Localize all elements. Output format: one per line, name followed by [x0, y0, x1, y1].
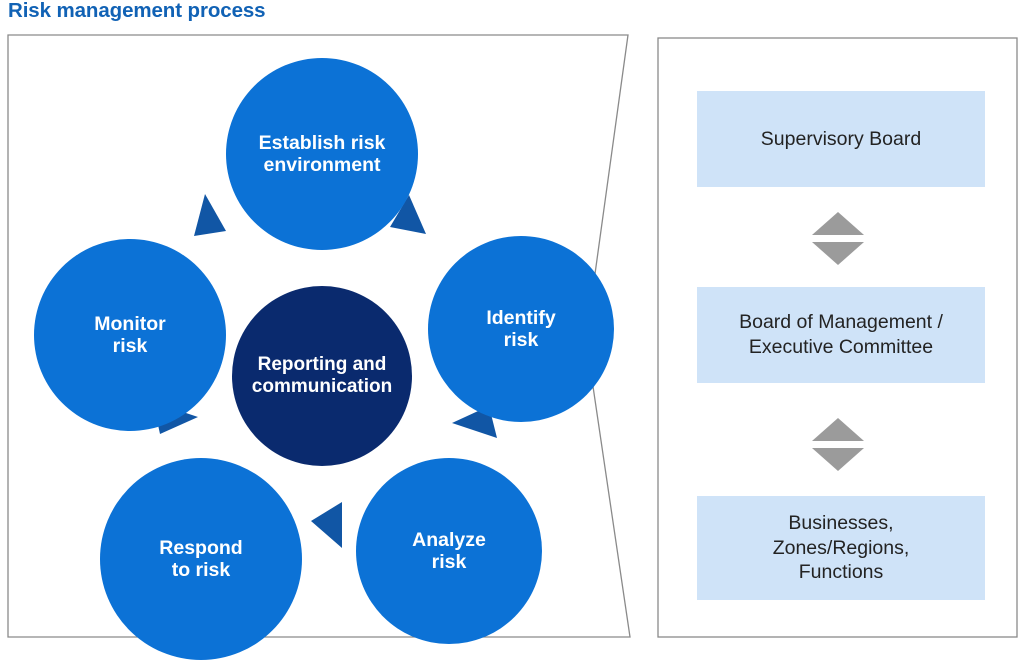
arrow-analyze-to-respond — [311, 502, 342, 548]
governance-hierarchy: Supervisory Board Board of Management / … — [658, 38, 1017, 637]
governance-box-businesses-zones-functions[interactable]: Businesses, Zones/Regions, Functions — [697, 496, 985, 600]
cycle-node-establish-risk-environment[interactable]: Establish risk environment — [226, 58, 418, 250]
cycle-node-identify-risk[interactable]: Identify risk — [428, 236, 614, 422]
cycle-node-establish-line2: environment — [263, 154, 381, 176]
governance-box-board-of-management[interactable]: Board of Management / Executive Committe… — [697, 287, 985, 383]
arrow-monitor-to-establish — [194, 194, 226, 236]
cycle-node-monitor-line1: Monitor — [94, 312, 166, 335]
cycle-node-center-line1: Reporting and — [257, 354, 387, 376]
cycle-node-center-line2: communication — [251, 376, 393, 397]
cycle-node-reporting-and-communication[interactable]: Reporting and communication — [232, 286, 412, 466]
cycle-node-identify-line1: Identify — [486, 306, 556, 329]
triangle-up-icon — [811, 212, 864, 235]
governance-box-3-line1: Businesses, — [788, 511, 894, 534]
cycle-node-analyze-line1: Analyze — [412, 528, 486, 551]
governance-box-2-line2: Executive Committee — [748, 336, 934, 358]
governance-connector-1 — [658, 212, 1017, 265]
cycle-node-respond-line1: Respond — [159, 536, 243, 559]
cycle-node-analyze-risk[interactable]: Analyze risk — [356, 458, 542, 644]
governance-connector-2 — [658, 418, 1017, 471]
page-title: Risk management process — [8, 0, 266, 22]
cycle-node-respond-to-risk[interactable]: Respond to risk — [100, 458, 302, 660]
arrow-establish-to-identify — [390, 195, 426, 234]
triangle-down-icon — [811, 448, 864, 471]
governance-box-1-line1: Supervisory Board — [760, 127, 922, 150]
cycle-node-identify-line2: risk — [503, 329, 539, 351]
triangle-down-icon — [811, 242, 864, 265]
cycle-node-establish-line1: Establish risk — [258, 131, 386, 154]
triangle-up-icon — [811, 418, 864, 441]
cycle-node-analyze-line2: risk — [431, 551, 467, 573]
governance-box-2-line1: Board of Management / — [739, 311, 943, 334]
cycle-node-monitor-risk[interactable]: Monitor risk — [34, 239, 226, 431]
governance-box-3-line2: Zones/Regions, — [772, 536, 910, 559]
cycle-node-respond-line2: to risk — [171, 559, 231, 581]
cycle-node-monitor-line2: risk — [112, 335, 148, 357]
governance-box-3-line3: Functions — [798, 561, 884, 584]
risk-cycle-diagram: Establish risk environment Identify risk… — [8, 34, 630, 660]
governance-box-supervisory-board[interactable]: Supervisory Board — [697, 91, 985, 187]
